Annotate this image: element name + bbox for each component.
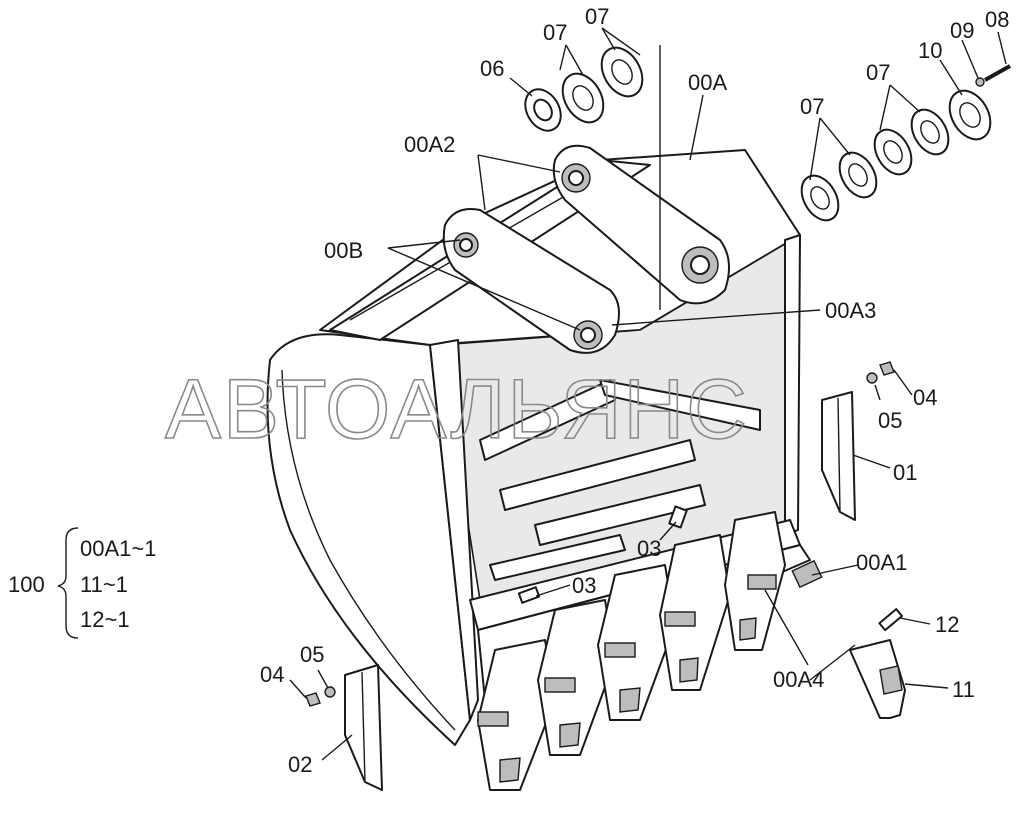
side-cutter-01: [821, 361, 895, 521]
shim-07-a: [561, 72, 605, 124]
nut-04-left: [305, 692, 321, 707]
nut-04-right: [879, 361, 895, 376]
kit-item-3: 12~1: [80, 607, 130, 632]
label-05-left: 05: [300, 642, 324, 667]
leader-lines: [289, 27, 1007, 761]
label-07-b: 07: [585, 4, 609, 29]
shim-07-e: [873, 128, 913, 176]
label-00B: 00B: [324, 238, 363, 263]
washer-05-right: [866, 372, 878, 384]
label-00A3: 00A3: [825, 298, 876, 323]
label-00A2: 00A2: [404, 132, 455, 157]
bolt-08: [984, 64, 1011, 82]
kit-item-1: 00A1~1: [80, 536, 156, 561]
label-00A: 00A: [688, 70, 727, 95]
shim-07-d: [838, 151, 878, 199]
label-07-d: 07: [866, 60, 890, 85]
label-10: 10: [918, 38, 942, 63]
label-02: 02: [288, 752, 312, 777]
label-05-right: 05: [878, 408, 902, 433]
bolts-03: [517, 505, 688, 604]
label-07-c: 07: [800, 94, 824, 119]
kit-callout: 100 00A1~1 11~1 12~1: [8, 527, 156, 639]
label-00A4: 00A4: [773, 667, 824, 692]
tooth-11: [849, 639, 906, 719]
shim-07-b: [600, 46, 644, 98]
label-03-a: 03: [637, 536, 661, 561]
label-06: 06: [480, 56, 504, 81]
adapter-00A1: [791, 559, 823, 589]
label-04-right: 04: [913, 385, 937, 410]
teeth-row: [477, 511, 786, 791]
tooth-2: [537, 599, 616, 756]
label-08: 08: [985, 7, 1009, 32]
label-00A1: 00A1: [856, 550, 907, 575]
label-03-b: 03: [572, 573, 596, 598]
washer-05-left: [324, 686, 336, 698]
shim-07-f: [910, 108, 950, 156]
plate-10: [948, 89, 992, 141]
side-cutter-02: [305, 664, 383, 791]
linkage-brackets: [442, 144, 730, 354]
shim-07-c: [800, 174, 840, 222]
part-labels: 07 07 06 00A 00A2 00B 00A3 07 07 10 09 0…: [260, 4, 1009, 777]
label-07-a: 07: [543, 20, 567, 45]
label-01: 01: [893, 460, 917, 485]
kit-number: 100: [8, 572, 45, 597]
kit-item-2: 11~1: [80, 572, 128, 597]
label-09: 09: [950, 18, 974, 43]
shim-plates: [524, 46, 1011, 222]
label-11: 11: [952, 677, 975, 702]
label-12: 12: [935, 612, 959, 637]
back-plate-ribs: [479, 379, 761, 581]
pin-12: [878, 608, 903, 632]
tooth-3: [597, 564, 676, 721]
label-04-left: 04: [260, 662, 284, 687]
watermark: АВТОАЛЬЯНС: [165, 362, 749, 456]
washer-09: [975, 77, 985, 87]
